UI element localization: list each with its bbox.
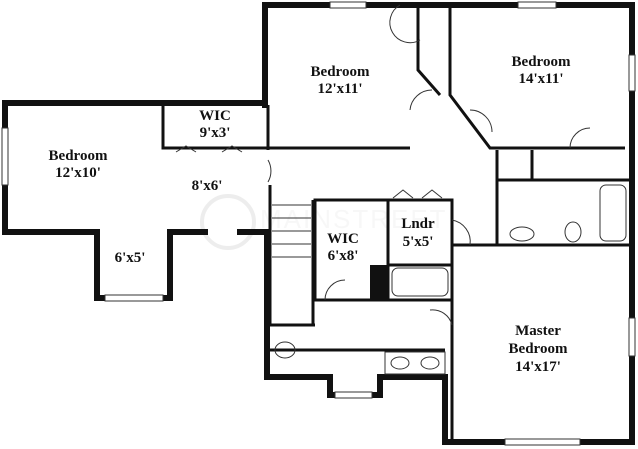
room-name: WIC <box>327 231 359 247</box>
door-swing <box>469 109 493 133</box>
exterior-walls <box>2 2 635 445</box>
door-swing <box>324 279 346 301</box>
watermark-text: MAINSTREET <box>260 204 448 234</box>
sink <box>390 356 410 370</box>
window <box>517 1 557 9</box>
window <box>628 54 636 92</box>
room-size: 8'x6' <box>192 178 223 194</box>
room-size: 14'x11' <box>518 71 563 87</box>
window <box>504 438 581 446</box>
door-swing <box>569 127 591 149</box>
door-swing <box>429 309 453 326</box>
window <box>334 391 373 399</box>
bathtub <box>599 184 627 242</box>
room-name: Bedroom <box>49 148 108 164</box>
window <box>329 1 367 9</box>
bifold-door <box>175 145 243 153</box>
window <box>1 127 9 186</box>
room-name: Bedroom <box>311 64 370 80</box>
room-size: 12'x11' <box>317 81 362 97</box>
interior-walls <box>161 5 632 442</box>
room-size: 6'x5' <box>115 250 146 266</box>
stairs <box>272 204 311 258</box>
sink <box>420 356 440 370</box>
window <box>104 294 164 302</box>
room-name: WIC <box>199 108 231 124</box>
room-name: Lndr <box>401 216 435 232</box>
room-name: Bedroom <box>509 341 568 357</box>
vanity <box>384 351 446 375</box>
room-name: Master <box>515 323 561 339</box>
room-size: 9'x3' <box>200 125 231 141</box>
watermark-logo: MAINSTREET <box>200 194 448 250</box>
door-swing <box>451 219 471 246</box>
fixtures <box>175 4 627 375</box>
room-size: 6'x8' <box>328 248 359 264</box>
door-swing <box>267 159 272 183</box>
room-labels: Bedroom 12'x11' Bedroom 14'x11' WIC 9'x3… <box>49 54 571 375</box>
room-size: 14'x17' <box>515 359 561 375</box>
room-size: 12'x10' <box>55 165 101 181</box>
bifold-door <box>392 189 443 199</box>
room-name: Bedroom <box>512 54 571 70</box>
door-swing <box>389 4 421 44</box>
room-size: 5'x5' <box>403 234 434 250</box>
door-swing <box>409 89 433 111</box>
window <box>628 317 636 357</box>
toilet <box>274 341 296 359</box>
bathtub <box>391 267 449 297</box>
toilet <box>564 221 582 243</box>
sink <box>509 226 535 242</box>
